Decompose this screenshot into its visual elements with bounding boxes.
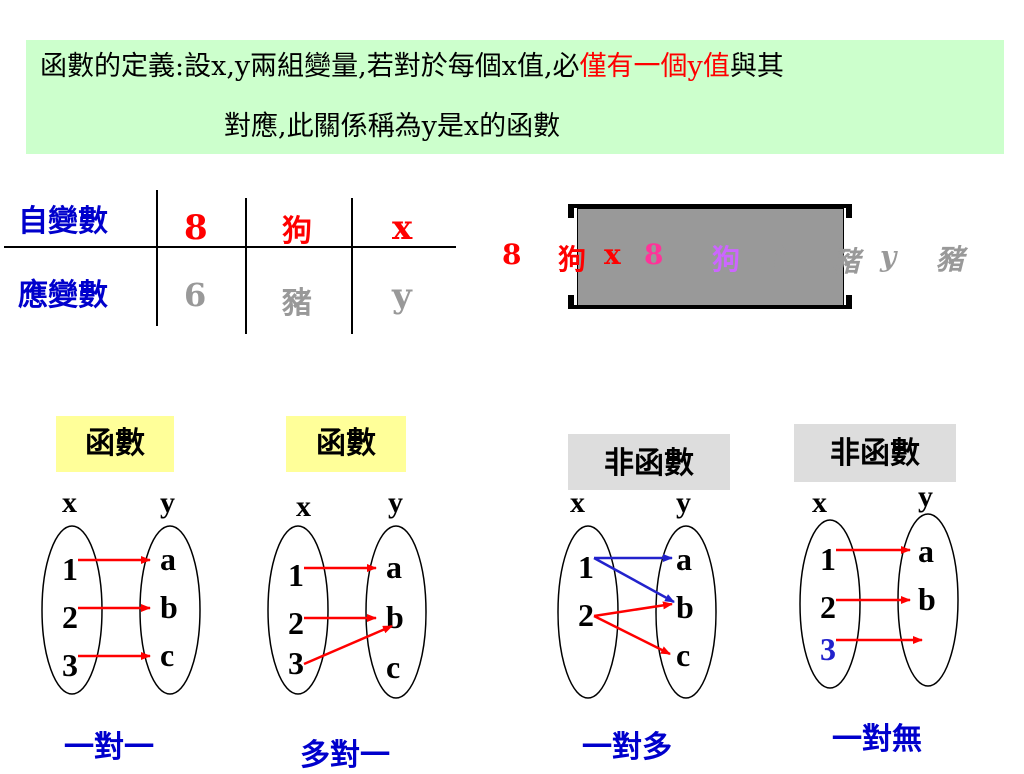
diagram-1-domain-1: 1 bbox=[62, 551, 78, 587]
diagram-3-codomain-a: a bbox=[676, 541, 692, 577]
diagram-4-codomain-a: a bbox=[918, 533, 934, 569]
diagram-3-x-label: x bbox=[570, 486, 585, 519]
machine-top-left-cap bbox=[568, 204, 574, 218]
machine-bottom-bar bbox=[570, 305, 852, 309]
dependent-value-1: 6 bbox=[184, 276, 207, 314]
table-divider-2 bbox=[245, 198, 247, 334]
diagram-2-caption: 多對一 bbox=[300, 738, 390, 773]
diagram-1-codomain-ellipse bbox=[139, 525, 201, 695]
diagram-1-y-label: y bbox=[160, 486, 175, 519]
diagram-2-domain-3: 3 bbox=[288, 645, 304, 681]
flow-input-5: 狗 bbox=[712, 243, 741, 276]
diagram-3-domain-1: 1 bbox=[578, 549, 594, 585]
machine-bottom-right-cap bbox=[846, 295, 852, 309]
table-divider-1 bbox=[156, 190, 158, 326]
diagram-4-y-label: y bbox=[918, 480, 933, 513]
diagram-2-x-label: x bbox=[296, 490, 311, 523]
diagram-2-codomain-a: a bbox=[386, 549, 402, 585]
flow-output-3: y bbox=[880, 240, 897, 273]
diagram-3-arrow-2b bbox=[593, 601, 673, 618]
machine-top-bar bbox=[570, 204, 852, 208]
diagram-4: x y 1 2 3 a b bbox=[799, 480, 959, 689]
diagram-4-x-label: x bbox=[812, 486, 827, 519]
diagram-2-codomain-c: c bbox=[386, 649, 400, 685]
diagram-3-tag: 非函數 bbox=[568, 434, 730, 490]
machine-top-right-cap bbox=[846, 204, 852, 218]
diagram-3: x y 1 2 a b c bbox=[557, 486, 717, 699]
diagram-4-codomain-b: b bbox=[918, 581, 936, 617]
diagram-2-arrow-3b bbox=[303, 624, 393, 666]
diagram-1-codomain-c: c bbox=[160, 637, 174, 673]
row-label-dependent: 應變數 bbox=[18, 278, 108, 313]
diagram-1-caption: 一對一 bbox=[64, 730, 154, 765]
row-label-independent: 自變數 bbox=[18, 204, 108, 239]
table-row-divider bbox=[4, 246, 456, 248]
definition-line-2: 對應,此關係稱為y是x的函數 bbox=[224, 111, 561, 142]
diagram-4-domain-1: 1 bbox=[820, 541, 836, 577]
diagram-3-arrow-1b bbox=[593, 556, 675, 604]
flow-input-3: x bbox=[604, 238, 621, 271]
flow-input-2: 狗 bbox=[558, 243, 587, 276]
diagram-4-domain-2: 2 bbox=[820, 589, 836, 625]
diagram-2-domain-1: 1 bbox=[288, 557, 304, 593]
diagram-2-codomain-b: b bbox=[386, 599, 404, 635]
diagram-2-y-label: y bbox=[388, 486, 403, 519]
dependent-value-2: 豬 bbox=[282, 286, 312, 321]
diagram-1: x y 1 2 3 a b c bbox=[41, 486, 201, 695]
diagram-2-domain-ellipse bbox=[267, 525, 329, 695]
independent-value-3: x bbox=[392, 208, 413, 248]
independent-value-2: 狗 bbox=[282, 214, 312, 249]
diagram-1-domain-3: 3 bbox=[62, 647, 78, 683]
diagram-4-domain-ellipse bbox=[799, 519, 861, 689]
diagram-3-codomain-b: b bbox=[676, 589, 694, 625]
flow-input-1: 8 bbox=[502, 238, 522, 271]
table-divider-3 bbox=[351, 198, 353, 334]
diagram-2-tag: 函數 bbox=[286, 416, 406, 472]
flow-input-4: 8 bbox=[644, 238, 664, 271]
flow-output-2: 豬 bbox=[832, 245, 861, 278]
diagram-1-codomain-b: b bbox=[160, 589, 178, 625]
diagram-3-codomain-c: c bbox=[676, 637, 690, 673]
diagram-4-tag: 非函數 bbox=[794, 424, 956, 482]
diagram-1-codomain-a: a bbox=[160, 541, 176, 577]
diagram-1-tag: 函數 bbox=[56, 416, 174, 472]
diagram-4-caption: 一對無 bbox=[832, 722, 922, 757]
diagram-1-domain-ellipse bbox=[41, 525, 103, 695]
machine-bottom-left-cap bbox=[568, 295, 574, 309]
definition-text-end: 與其 bbox=[729, 51, 784, 82]
diagram-4-domain-3: 3 bbox=[820, 631, 836, 667]
diagram-2-domain-2: 2 bbox=[288, 605, 304, 641]
definition-highlight: 僅有一個y值 bbox=[579, 51, 730, 82]
diagram-3-caption: 一對多 bbox=[582, 730, 672, 765]
diagram-3-y-label: y bbox=[676, 486, 691, 519]
definition-line-1: 函數的定義:設x,y兩組變量,若對於每個x值,必僅有一個y值與其 bbox=[40, 50, 784, 84]
diagram-3-domain-2: 2 bbox=[578, 597, 594, 633]
dependent-value-3: y bbox=[392, 276, 412, 316]
diagram-3-codomain-ellipse bbox=[655, 525, 717, 699]
diagram-2: x y 1 2 3 a b c bbox=[267, 486, 427, 699]
diagram-1-domain-2: 2 bbox=[62, 599, 78, 635]
diagram-1-x-label: x bbox=[62, 486, 77, 519]
diagram-2-codomain-ellipse bbox=[365, 525, 427, 699]
machine-body bbox=[577, 208, 844, 306]
definition-box: 函數的定義:設x,y兩組變量,若對於每個x值,必僅有一個y值與其 對應,此關係稱… bbox=[26, 40, 1004, 154]
flow-output-1: 6 bbox=[768, 240, 788, 273]
flow-output-4: 豬 bbox=[936, 243, 965, 276]
independent-value-1: 8 bbox=[184, 208, 208, 248]
diagram-3-arrow-2c bbox=[593, 614, 671, 656]
definition-text: 函數的定義:設x,y兩組變量,若對於每個x值,必 bbox=[40, 51, 580, 82]
